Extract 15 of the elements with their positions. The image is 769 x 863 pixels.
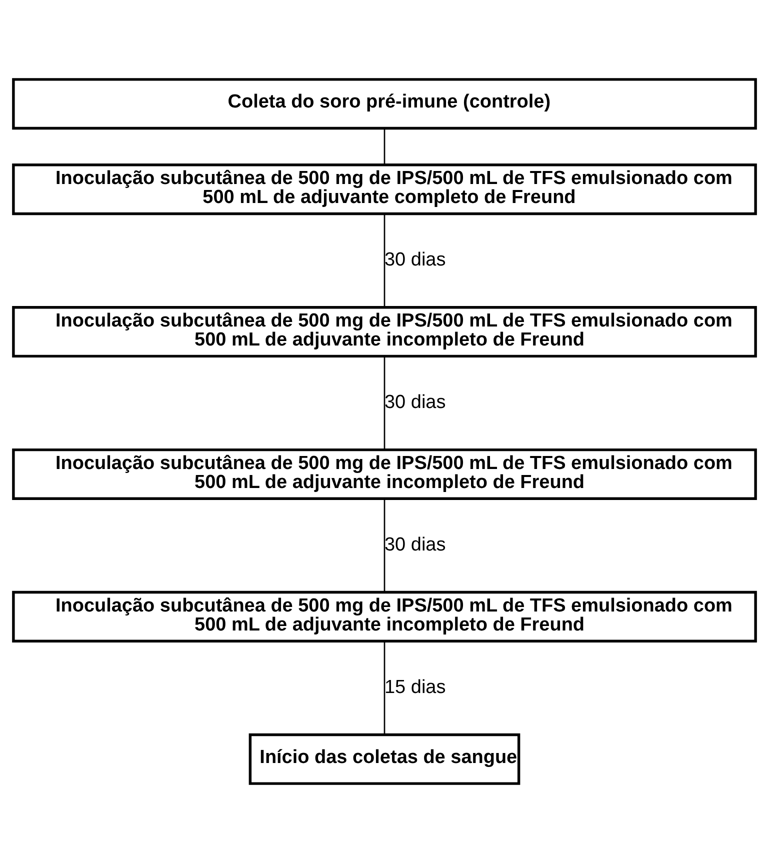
edge-label: 30 dias [384,534,446,556]
edge-label: 30 dias [384,392,446,414]
node-box: Inoculação subcutânea de 500 mg de IPS/500 mL de TFS emulsionado com 500 mL de adjuvante incompleto de Freund [12,306,757,358]
node-box: Inoculação subcutânea de 500 mg de IPS/500 mL de TFS emulsionado com 500 mL de adjuvante incompleto de Freund [12,590,757,642]
node-box: Início das coletas de sangue [248,733,520,785]
connector [384,498,386,592]
connector [384,128,386,165]
edge-label: 15 dias [384,676,446,698]
node-box: Inoculação subcutânea de 500 mg de IPS/500 mL de TFS emulsionado com 500 mL de adjuvante incompleto de Freund [12,448,757,500]
edge-label: 30 dias [384,250,446,271]
connector [384,214,386,308]
node-box: Inoculação subcutânea de 500 mg de IPS/500 mL de TFS emulsionado com 500 mL de adjuvante completo de Freund [12,164,757,216]
connector [384,641,386,735]
connector [384,356,386,450]
node-box: Coleta do soro pré-imune (controle) [12,78,757,130]
